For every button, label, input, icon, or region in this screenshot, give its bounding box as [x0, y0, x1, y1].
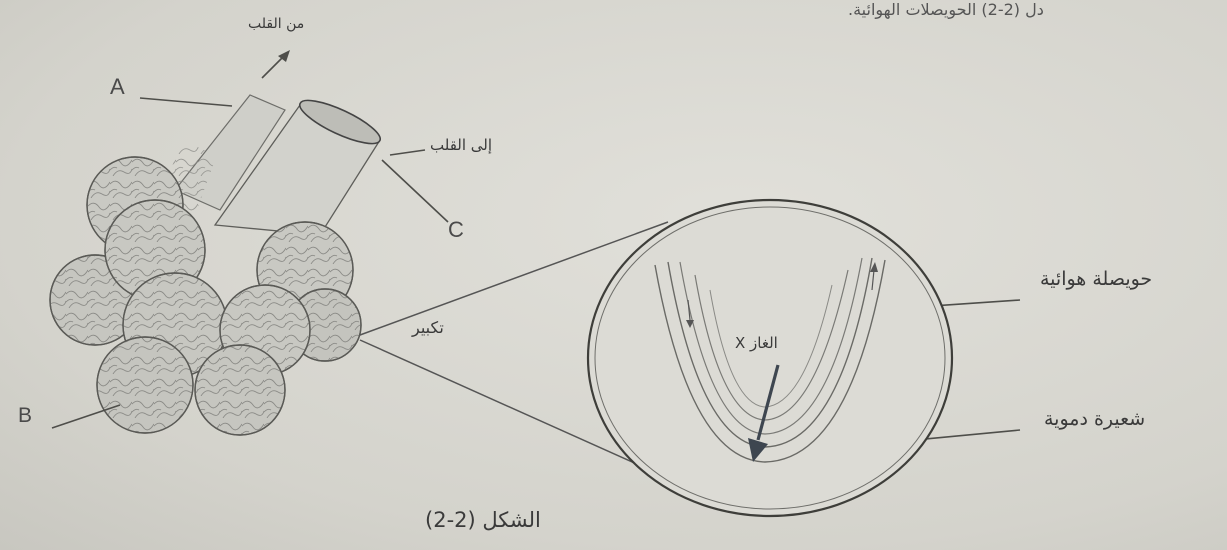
magnified-view [588, 200, 952, 516]
label-b: B [18, 404, 32, 428]
label-from-heart: من القلب [248, 16, 304, 32]
header-fragment: دل (2-2) الحويصلات الهوائية. [848, 0, 1044, 19]
leader-a [140, 98, 232, 106]
label-gas-x: الغاز X [735, 334, 778, 352]
figure-caption: الشكل (2-2) [425, 508, 541, 532]
label-to-heart: إلى القلب [430, 136, 492, 154]
label-alveolus: حويصلة هوائية [1040, 268, 1152, 290]
label-magnification: تكبير [412, 318, 444, 337]
leader-to-heart [390, 150, 425, 155]
leader-c [382, 160, 448, 222]
label-a: A [110, 74, 125, 100]
label-c: C [448, 217, 464, 243]
label-capillary: شعيرة دموية [1044, 408, 1145, 430]
